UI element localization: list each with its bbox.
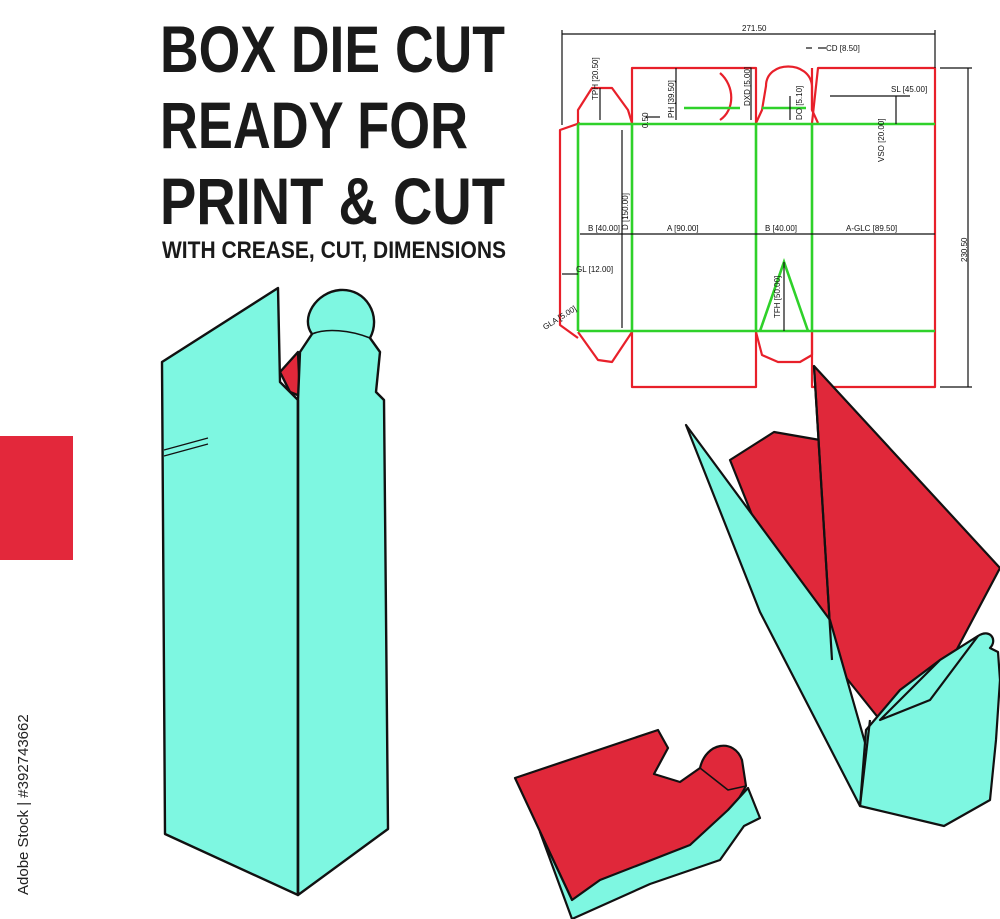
dim-tfh: TFH [50.00]: [773, 276, 782, 318]
dim-small: 0.50: [641, 112, 650, 128]
tall-box-left-face: [160, 286, 300, 897]
title-line-3: PRINT & CUT: [160, 164, 505, 238]
dim-sl: SL [45.00]: [891, 85, 927, 94]
dim-vso: VSO [20.00]: [877, 118, 886, 162]
dieline-diagram: 271.50 230.50 CD [8.50] TPH [20.50] PH […: [541, 24, 972, 389]
dimension-lines: [561, 30, 972, 388]
crease-lines: [576, 106, 935, 333]
dim-dxd: DXD [5.00]: [743, 67, 752, 106]
dim-b1: B [40.00]: [588, 224, 620, 233]
dim-tph: TPH [20.50]: [591, 57, 600, 100]
dim-overall-height: 230.50: [960, 237, 969, 262]
opening-box: [684, 364, 1000, 828]
dim-ph: PH [39.50]: [667, 80, 676, 118]
dim-b2: B [40.00]: [765, 224, 797, 233]
dim-aglc: A-GLC [89.50]: [846, 224, 897, 233]
tall-box-right-face: [296, 288, 390, 897]
title-line-1: BOX DIE CUT: [160, 12, 505, 86]
red-accent-block: [0, 436, 73, 560]
tipped-box-cyan-face: [538, 786, 762, 919]
title-line-2: READY FOR: [160, 88, 468, 162]
tipped-box: [513, 728, 762, 919]
dim-a: A [90.00]: [667, 224, 699, 233]
dim-cd: CD [8.50]: [826, 44, 860, 53]
dim-overall-width: 271.50: [742, 24, 767, 33]
stock-id-label: Adobe Stock | #392743662: [15, 714, 32, 895]
dim-d: D [150.00]: [621, 193, 630, 230]
cut-lines: [558, 65, 937, 389]
dim-gl: GL [12.00]: [576, 265, 613, 274]
tall-box: [160, 286, 390, 897]
opening-box-top-flap: [878, 634, 980, 722]
dim-do: DO [5.10]: [795, 86, 804, 120]
title-subtitle: WITH CREASE, CUT, DIMENSIONS: [162, 237, 506, 264]
